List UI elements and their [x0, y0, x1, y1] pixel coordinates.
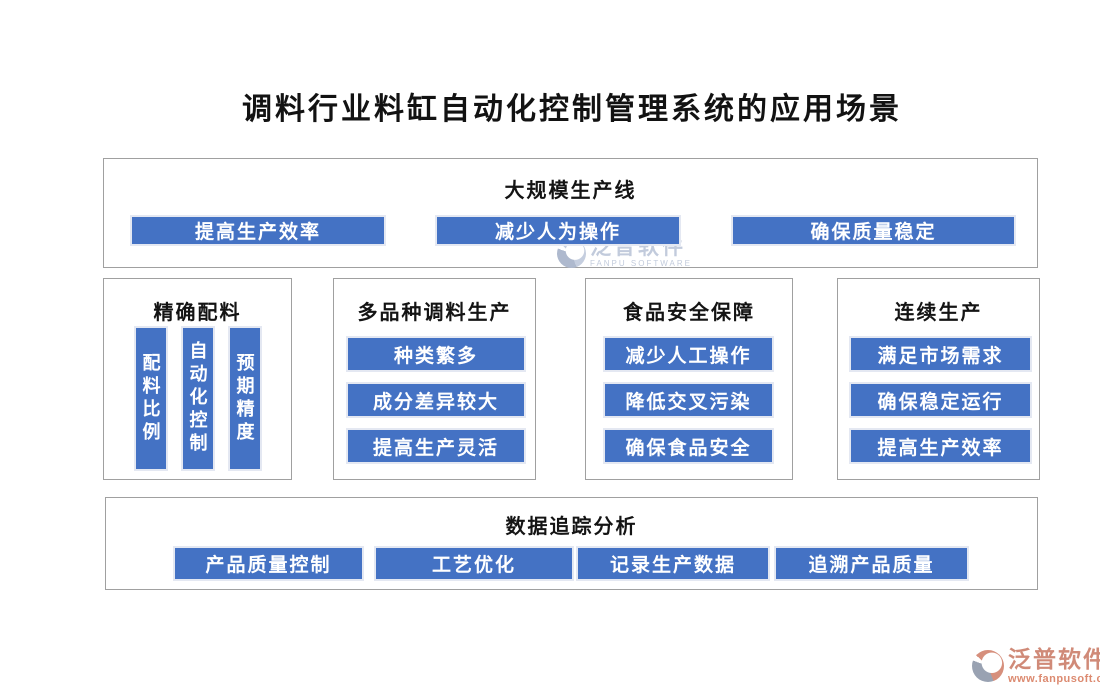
label-ingredient-differences: 成分差异较大	[346, 382, 526, 418]
diagram-title: 调料行业料缸自动化控制管理系统的应用场景	[242, 93, 902, 126]
label-ensure-stable-operation: 确保稳定运行	[849, 382, 1032, 418]
fanpu-watermark-subtitle: FANPU SOFTWARE	[590, 259, 692, 268]
label-reduce-cross-contamination: 降低交叉污染	[603, 382, 774, 418]
section-data-tracking: 数据追踪分析 产品质量控制 工艺优化 记录生产数据 追溯产品质量	[105, 497, 1038, 590]
vbar-automation-control: 自动化控制	[180, 326, 215, 471]
label-production-flexibility: 提高生产灵活	[346, 428, 526, 464]
label-ensure-food-safety: 确保食品安全	[603, 428, 774, 464]
vbar-expected-precision: 预期精度	[227, 326, 262, 471]
label-reduce-manual-operation: 减少人为操作	[435, 215, 681, 246]
label-improve-production-efficiency: 提高生产效率	[849, 428, 1032, 464]
fanpu-logo-icon	[972, 650, 1004, 682]
label-reduce-manual-handling: 减少人工操作	[603, 336, 774, 372]
section-multi-variety-production: 多品种调料生产 种类繁多 成分差异较大 提高生产灵活	[333, 278, 536, 480]
label-record-production-data: 记录生产数据	[576, 546, 770, 581]
section-title-food-safety: 食品安全保障	[623, 302, 755, 324]
section-title-precise-batching: 精确配料	[153, 302, 242, 324]
label-improve-efficiency: 提高生产效率	[130, 215, 386, 246]
label-product-quality-control: 产品质量控制	[173, 546, 364, 581]
section-precise-batching: 精确配料 配料比例 自动化控制 预期精度	[103, 278, 292, 480]
label-ensure-quality-stability: 确保质量稳定	[731, 215, 1016, 246]
section-continuous-production: 连续生产 满足市场需求 确保稳定运行 提高生产效率	[837, 278, 1040, 480]
section-title-continuous: 连续生产	[894, 302, 983, 324]
section-food-safety: 食品安全保障 减少人工操作 降低交叉污染 确保食品安全	[585, 278, 793, 480]
label-process-optimization: 工艺优化	[374, 546, 574, 581]
label-meet-market-demand: 满足市场需求	[849, 336, 1032, 372]
fanpu-logo-brand: 泛普软件	[1008, 646, 1100, 672]
fanpu-logo-url: www.fanpusoft.com	[1008, 673, 1100, 685]
section-title-multi-variety: 多品种调料生产	[357, 302, 512, 324]
section-title-large-scale: 大规模生产线	[504, 180, 637, 202]
label-many-varieties: 种类繁多	[346, 336, 526, 372]
vertical-bar-group: 配料比例 自动化控制 预期精度	[104, 326, 291, 471]
fanpu-logo: 泛普软件 www.fanpusoft.com	[972, 648, 1100, 685]
section-large-scale-production: 泛普软件 FANPU SOFTWARE 大规模生产线 提高生产效率 减少人为操作…	[103, 158, 1038, 268]
section-title-data-tracking: 数据追踪分析	[505, 516, 638, 538]
label-trace-product-quality: 追溯产品质量	[774, 546, 969, 581]
vbar-batching-ratio: 配料比例	[133, 326, 168, 471]
